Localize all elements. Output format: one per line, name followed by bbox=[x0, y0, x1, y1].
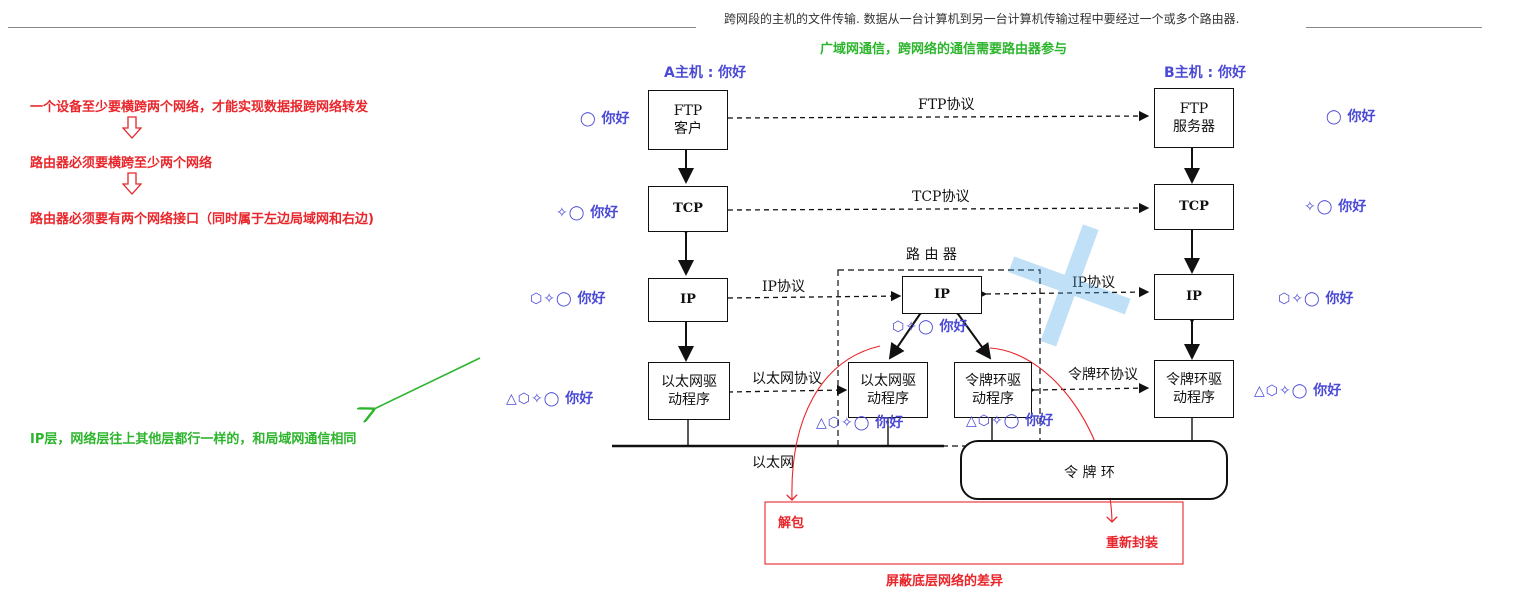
ethernet-label: 以太网 bbox=[752, 455, 794, 471]
annot-greeting: 你好 bbox=[1025, 413, 1054, 429]
annot-b-tcp: ✧◯ 你好 bbox=[1304, 196, 1366, 216]
shield-caption: 屏蔽底层网络的差异 bbox=[886, 574, 1004, 589]
annot-symbol: ⬡✧◯ bbox=[1278, 291, 1321, 307]
annot-greeting: 你好 bbox=[1325, 291, 1354, 307]
host-a-ftp-line1: FTP bbox=[673, 103, 703, 119]
host-b-ip-box: IP bbox=[1154, 274, 1234, 320]
annot-b-link: △⬡✧◯ 你好 bbox=[1254, 380, 1341, 400]
router-token-line2: 动程序 bbox=[972, 391, 1014, 407]
router-ip-box: IP bbox=[902, 276, 982, 314]
annot-a-ftp: ◯ 你好 bbox=[580, 108, 630, 128]
ip-protocol-label-left: IP协议 bbox=[762, 279, 805, 295]
host-b-tcp-box: TCP bbox=[1154, 184, 1234, 230]
router-eth-line1: 以太网驱 bbox=[860, 373, 916, 389]
green-pointer-arrow bbox=[372, 357, 481, 410]
annot-greeting: 你好 bbox=[590, 205, 619, 221]
annot-symbol: ⬡✧◯ bbox=[530, 291, 573, 307]
header-top-text: 跨网段的主机的文件传输. 数据从一台计算机到另一台计算机传输过程中要经过一个或多… bbox=[724, 12, 1240, 26]
router-eth-driver-box: 以太网驱动程序 bbox=[848, 362, 928, 418]
annot-symbol: ⬡✧◯ bbox=[892, 319, 935, 335]
annot-b-ip: ⬡✧◯ 你好 bbox=[1278, 288, 1354, 308]
annot-greeting: 你好 bbox=[875, 415, 904, 431]
router-token-driver-box: 令牌环驱动程序 bbox=[954, 362, 1032, 418]
host-a-ftp-client-box: FTP 客户 bbox=[648, 90, 728, 150]
token-protocol-label: 令牌环协议 bbox=[1068, 367, 1138, 383]
down-arrow-icon bbox=[121, 172, 143, 200]
annot-router-eth: △⬡✧◯ 你好 bbox=[816, 412, 903, 432]
host-b-ftp-server-box: FTP 服务器 bbox=[1154, 88, 1234, 148]
note-line-3: 路由器必须要有两个网络接口（同时属于左边局域网和右边) bbox=[30, 212, 374, 227]
token-ring-label: 令 牌 环 bbox=[1064, 465, 1115, 481]
host-a-tcp-box: TCP bbox=[648, 186, 728, 232]
host-b-token-line1: 令牌环驱 bbox=[1166, 372, 1222, 388]
result-box bbox=[764, 501, 1184, 565]
annot-greeting: 你好 bbox=[577, 291, 606, 307]
annot-symbol: △⬡✧◯ bbox=[506, 391, 561, 407]
host-b-token-driver-box: 令牌环驱动程序 bbox=[1154, 360, 1234, 418]
header-rule-left bbox=[8, 27, 696, 28]
annot-greeting: 你好 bbox=[1313, 383, 1342, 399]
host-b-token-line2: 动程序 bbox=[1173, 390, 1215, 406]
router-boundary bbox=[837, 269, 1041, 447]
host-b-ftp-line2: 服务器 bbox=[1173, 119, 1215, 135]
host-b-label: B主机 : 你好 bbox=[1164, 65, 1247, 81]
header-rule-right bbox=[1306, 27, 1482, 28]
annot-a-link: △⬡✧◯ 你好 bbox=[506, 388, 593, 408]
annot-greeting: 你好 bbox=[939, 319, 968, 335]
annot-symbol: ◯ bbox=[1326, 109, 1343, 125]
token-ring-network bbox=[960, 440, 1228, 500]
note-line-2: 路由器必须要横跨至少两个网络 bbox=[30, 156, 213, 171]
annot-greeting: 你好 bbox=[1347, 109, 1376, 125]
annot-symbol: △⬡✧◯ bbox=[966, 413, 1021, 429]
router-eth-line2: 动程序 bbox=[867, 391, 909, 407]
repack-label: 重新封装 bbox=[1106, 536, 1159, 551]
annot-a-tcp: ✧◯ 你好 bbox=[556, 202, 618, 222]
annot-greeting: 你好 bbox=[565, 391, 594, 407]
router-label: 路 由 器 bbox=[906, 247, 957, 263]
annot-symbol: ✧◯ bbox=[1304, 199, 1334, 215]
unpack-label: 解包 bbox=[778, 516, 805, 531]
ip-protocol-label-right: IP协议 bbox=[1072, 275, 1115, 291]
eth-protocol-label: 以太网协议 bbox=[752, 371, 822, 387]
annot-router-ip: ⬡✧◯ 你好 bbox=[892, 316, 968, 336]
note-ip-layer: IP层，网络层往上其他层都行一样的，和局域网通信相同 bbox=[30, 432, 357, 447]
annot-router-token: △⬡✧◯ 你好 bbox=[966, 410, 1053, 430]
host-a-label: A主机 : 你好 bbox=[664, 65, 747, 81]
note-line-1: 一个设备至少要横跨两个网络，才能实现数据报跨网络转发 bbox=[30, 100, 369, 115]
host-a-ftp-line2: 客户 bbox=[673, 121, 702, 137]
annot-greeting: 你好 bbox=[1338, 199, 1367, 215]
annot-symbol: △⬡✧◯ bbox=[1254, 383, 1309, 399]
host-b-ftp-line1: FTP bbox=[1179, 101, 1209, 117]
tcp-protocol-label: TCP协议 bbox=[912, 189, 970, 205]
annot-b-ftp: ◯ 你好 bbox=[1326, 106, 1376, 126]
host-a-eth-driver-box: 以太网驱动程序 bbox=[648, 362, 730, 420]
annot-a-ip: ⬡✧◯ 你好 bbox=[530, 288, 606, 308]
router-token-line1: 令牌环驱 bbox=[965, 373, 1021, 389]
down-arrow-icon bbox=[121, 116, 143, 144]
annot-symbol: ✧◯ bbox=[556, 205, 586, 221]
annot-symbol: △⬡✧◯ bbox=[816, 415, 871, 431]
host-a-eth-line2: 动程序 bbox=[668, 392, 710, 408]
ftp-protocol-label: FTP协议 bbox=[918, 97, 975, 113]
annot-greeting: 你好 bbox=[601, 111, 630, 127]
host-a-ip-box: IP bbox=[648, 278, 728, 322]
host-a-eth-line1: 以太网驱 bbox=[661, 374, 717, 390]
diagram-subtitle: 广域网通信，跨网络的通信需要路由器参与 bbox=[820, 42, 1068, 57]
annot-symbol: ◯ bbox=[580, 111, 597, 127]
